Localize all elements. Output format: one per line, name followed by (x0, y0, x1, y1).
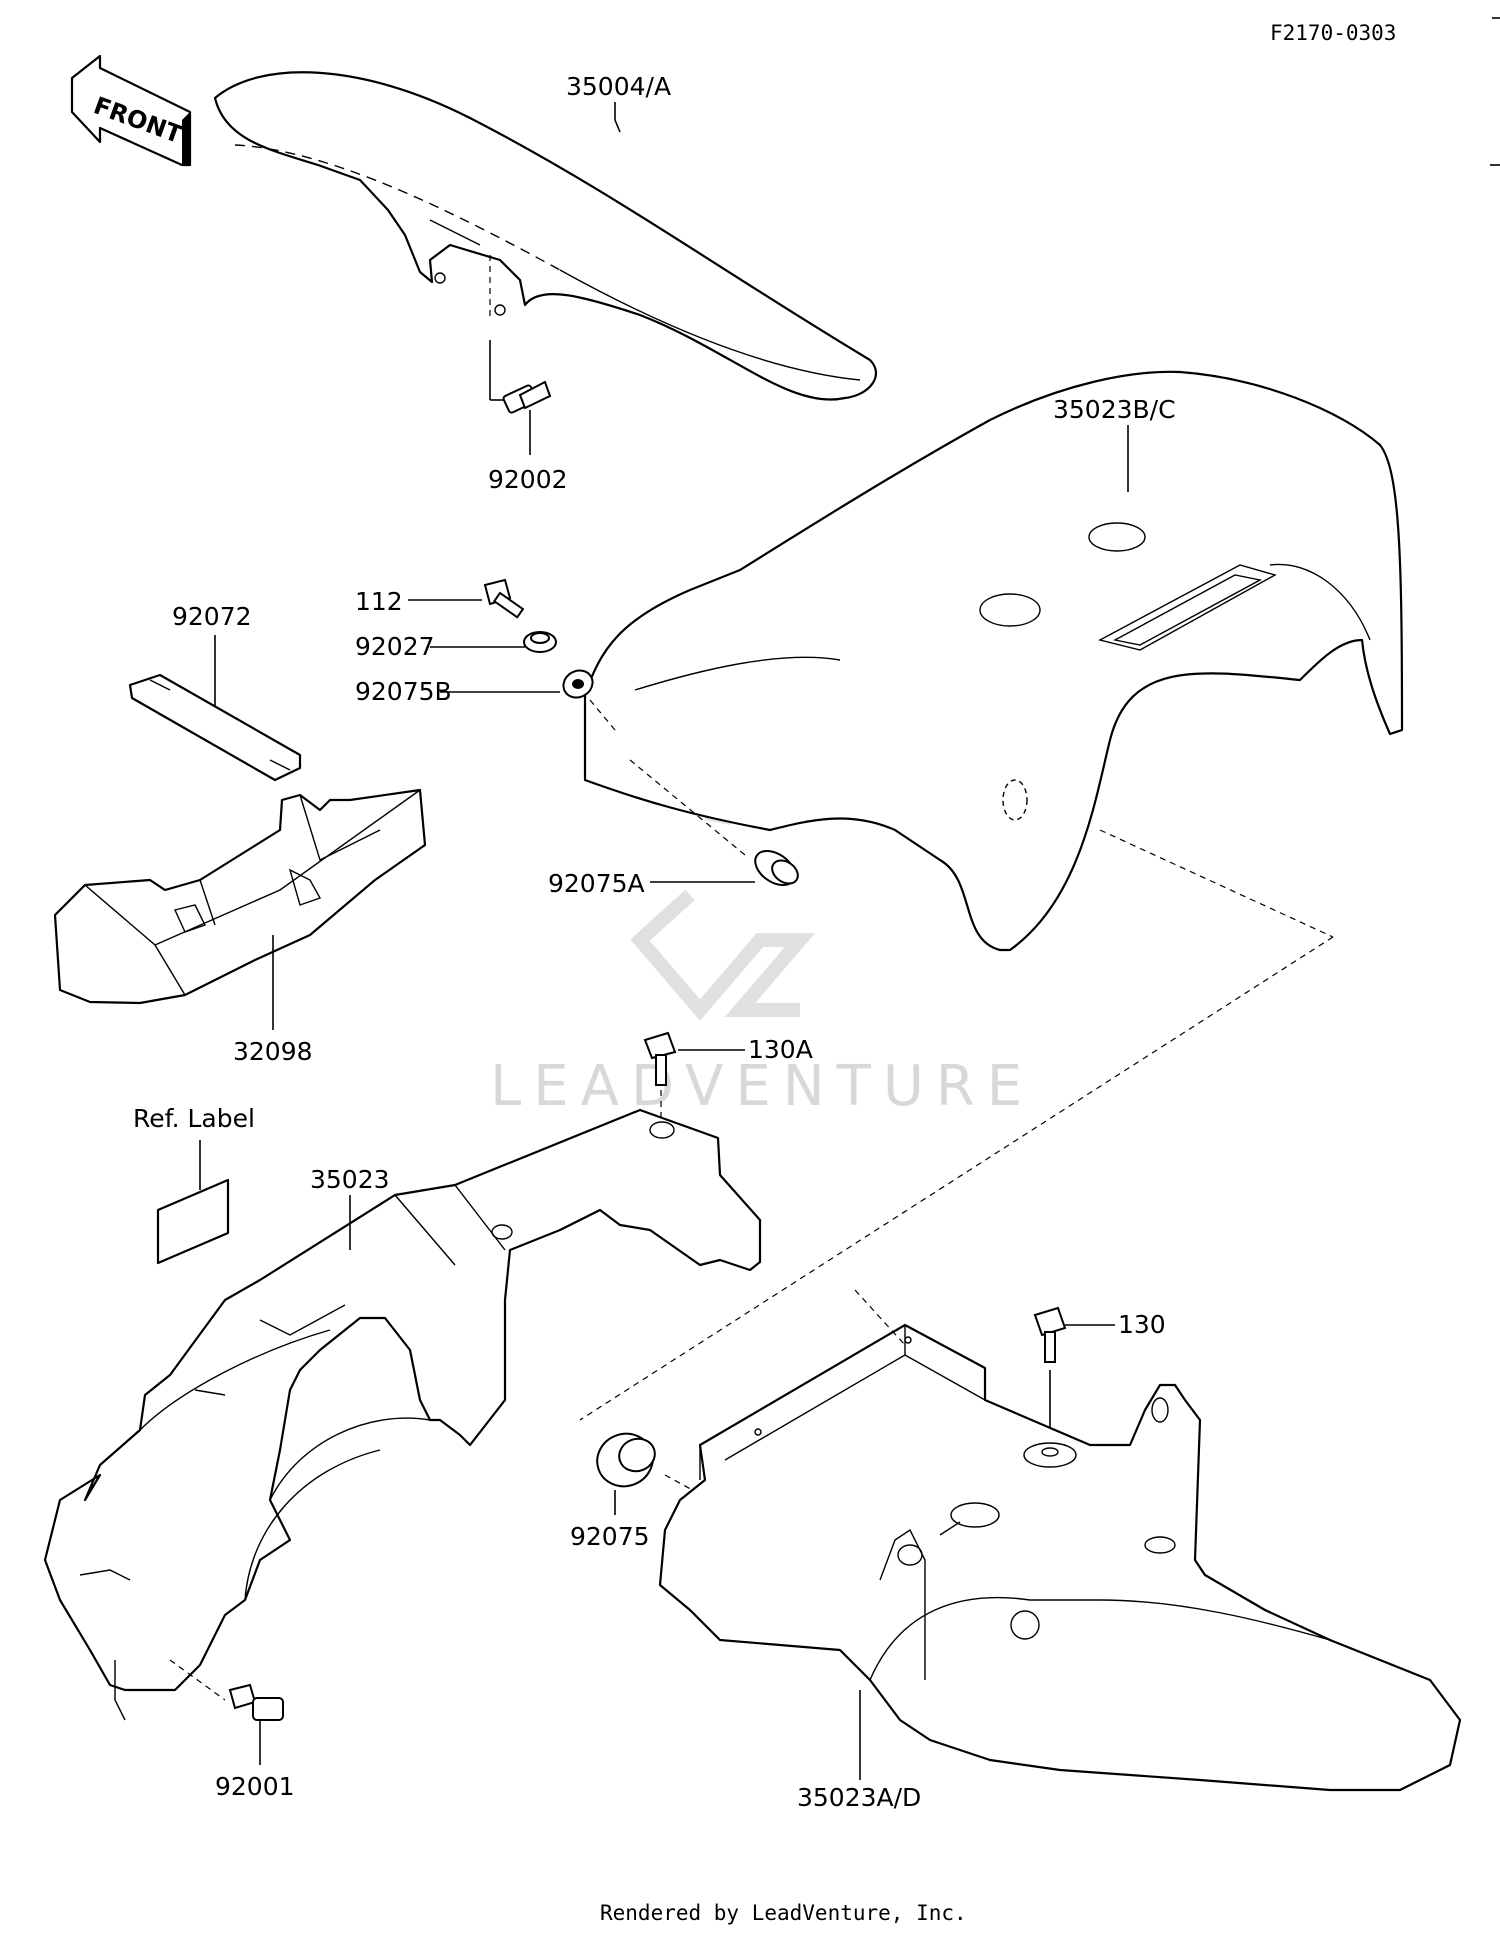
figure-id: F2170-0303 (1270, 21, 1396, 45)
rear-cover-top (583, 370, 1404, 952)
leadventure-watermark: LEADVENTURE (490, 745, 1034, 1119)
front-fender (213, 71, 877, 401)
callout-92001: 92001 (215, 1772, 295, 1801)
callout-35004-a: 35004/A (566, 72, 671, 101)
callout-35023a-d: 35023A/D (797, 1783, 921, 1812)
grommet-92075b (562, 669, 594, 699)
bolt-112 (483, 578, 525, 619)
ref-label-sticker (156, 1178, 230, 1265)
callout-130a: 130A (748, 1035, 813, 1064)
callout-ref-label: Ref. Label (133, 1104, 255, 1133)
callout-35023b-c: 35023B/C (1053, 395, 1176, 424)
callout-92075b: 92075B (355, 677, 452, 706)
footer-credit: Rendered by LeadVenture, Inc. (600, 1901, 967, 1925)
collar-92027 (523, 631, 557, 653)
inner-rear-fender (43, 1108, 762, 1721)
strap-92072 (128, 673, 302, 782)
tray-32098 (53, 788, 427, 1005)
callout-92075a: 92075A (548, 869, 645, 898)
callout-92002: 92002 (488, 465, 568, 494)
bolt-92002 (502, 380, 552, 414)
rear-fender-35023a-d (658, 1323, 1462, 1792)
watermark-text: LEADVENTURE (490, 1054, 1034, 1119)
callout-92072: 92072 (172, 602, 252, 631)
bolt-130 (1033, 1306, 1067, 1363)
callout-130: 130 (1118, 1310, 1166, 1339)
bolt-130a (643, 1031, 677, 1086)
callout-112: 112 (355, 587, 403, 616)
grommet-92075a (754, 849, 799, 887)
callout-92027: 92027 (355, 632, 435, 661)
callout-92075: 92075 (570, 1522, 650, 1551)
bolt-92001 (228, 1683, 284, 1721)
grommet-92075 (596, 1432, 656, 1488)
front-arrow-icon: FRONT (70, 54, 192, 167)
callout-35023: 35023 (310, 1165, 390, 1194)
callout-32098: 32098 (233, 1037, 313, 1066)
